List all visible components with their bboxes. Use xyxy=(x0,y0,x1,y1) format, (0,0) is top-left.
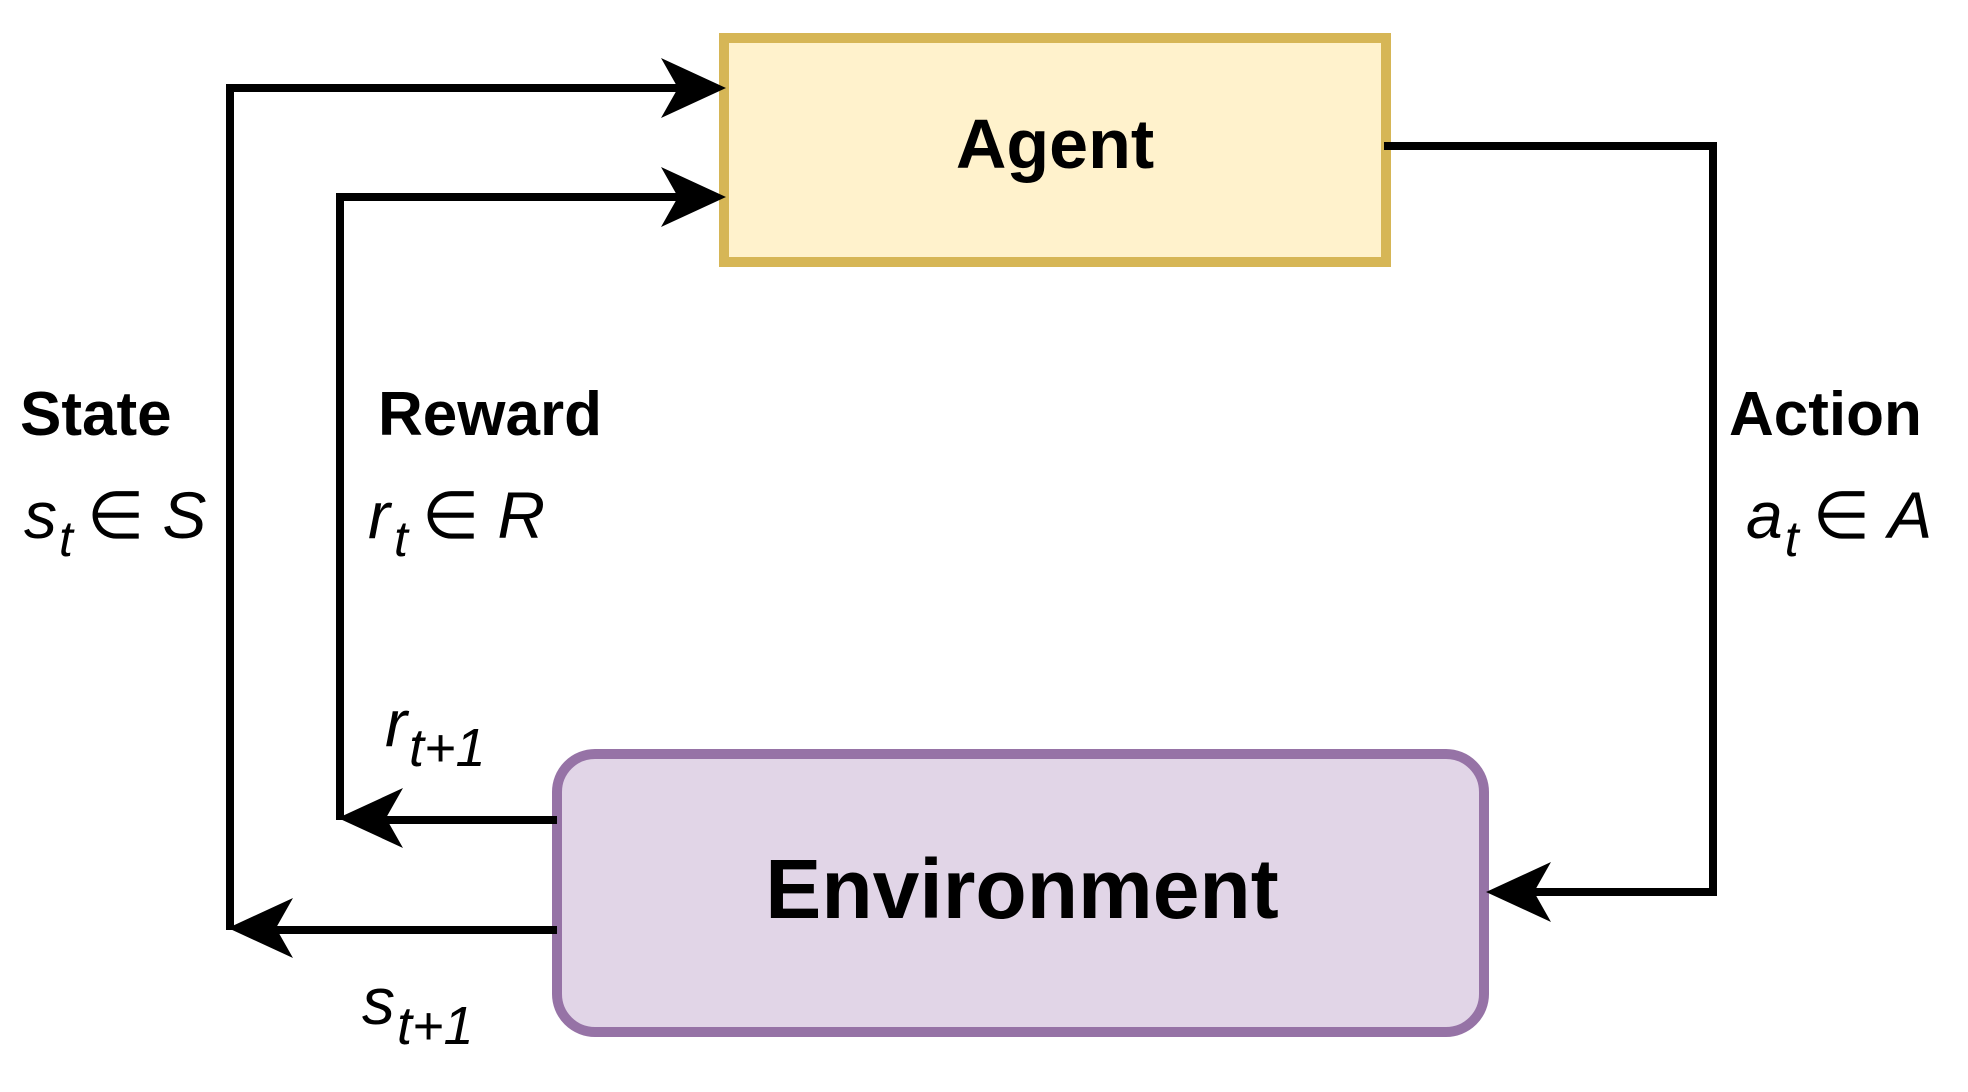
reward-arrowhead-left xyxy=(338,788,403,848)
reward-member: ∈ xyxy=(422,478,480,552)
reward-sub: t xyxy=(394,511,410,567)
reward-next-formula: rt+1 xyxy=(385,686,486,778)
state-edge xyxy=(226,58,726,958)
reward-title: Reward xyxy=(378,380,602,449)
environment-box xyxy=(552,749,1489,1037)
reward-var: r xyxy=(368,478,393,552)
state-return-line xyxy=(226,84,680,930)
agent-node: Agent xyxy=(719,33,1391,267)
agent-box xyxy=(719,33,1391,267)
state-set: S xyxy=(162,478,206,552)
environment-node: Environment xyxy=(552,749,1489,1037)
reward-formula: rt∈R xyxy=(368,478,545,567)
action-arrow-line xyxy=(1384,142,1717,896)
reward-arrowhead-agent xyxy=(661,167,726,227)
state-next-sub: t+1 xyxy=(397,996,474,1056)
reward-set: R xyxy=(497,478,545,552)
state-member: ∈ xyxy=(87,478,145,552)
reward-edge xyxy=(336,167,726,848)
action-sub: t xyxy=(1785,511,1801,567)
state-var: s xyxy=(24,478,57,552)
action-set: A xyxy=(1884,478,1932,552)
agent-label: Agent xyxy=(956,105,1154,183)
reward-return-line xyxy=(336,193,680,820)
state-title: State xyxy=(20,380,172,449)
action-title: Action xyxy=(1729,380,1922,449)
state-next-var: s xyxy=(362,964,395,1038)
action-formula: at∈A xyxy=(1746,478,1932,567)
reward-next-var: r xyxy=(385,686,410,760)
state-arrowhead-agent xyxy=(661,58,726,118)
action-var: a xyxy=(1746,478,1783,552)
action-member: ∈ xyxy=(1813,478,1871,552)
state-formula: st∈S xyxy=(24,478,206,567)
state-arrowhead-left xyxy=(228,898,293,958)
state-sub: t xyxy=(59,511,75,567)
action-arrowhead-env xyxy=(1486,862,1551,922)
reward-next-sub: t+1 xyxy=(409,718,486,778)
action-edge xyxy=(1384,142,1717,922)
environment-label: Environment xyxy=(765,842,1278,936)
state-next-formula: st+1 xyxy=(362,964,474,1056)
